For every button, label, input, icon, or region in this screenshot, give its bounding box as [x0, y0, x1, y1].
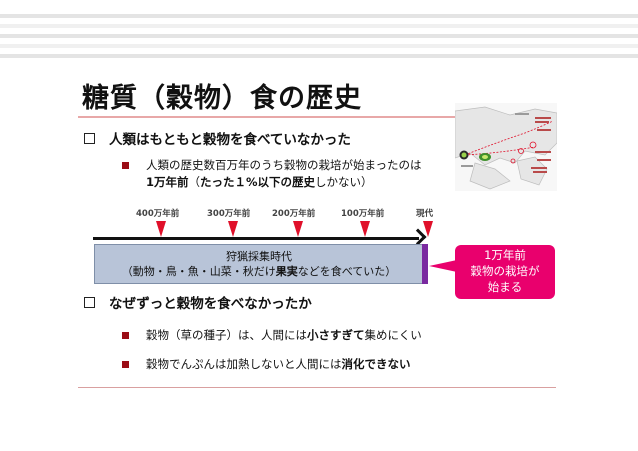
highlight-10000-years: 1万年前 — [146, 175, 189, 189]
timeline-pin — [423, 221, 433, 237]
paren-open: （ — [188, 175, 201, 189]
square-bullet-icon — [122, 361, 129, 368]
highlight-under-1-percent: たった１%以下の歴史 — [200, 175, 316, 189]
timeline-pin — [360, 221, 370, 237]
sub-bullet-too-small: 穀物（草の種子）は、人間には小さすぎて集めにくい — [122, 327, 422, 344]
sub-bullet-history: 人類の歴史数百万年のうち穀物の栽培が始まったのは 1万年前（たった１%以下の歴史… — [122, 157, 422, 191]
bottom-divider — [78, 387, 556, 388]
era-desc-a: （動物・鳥・魚・山菜・秋だけ — [121, 265, 276, 278]
background-stripe — [0, 44, 638, 48]
callout-line: 始まる — [487, 280, 523, 294]
checkbox-bullet-icon — [84, 296, 95, 308]
bullet-text: 人類はもともと穀物を食べていなかった — [109, 132, 351, 148]
square-bullet-icon — [122, 332, 129, 339]
grain-cultivation-callout: 1万年前 穀物の栽培が 始まる — [455, 245, 555, 299]
background-stripe — [0, 34, 638, 38]
tick-label: 300万年前 — [207, 209, 251, 219]
bullet-text: なぜずっと穀物を食べなかったか — [109, 296, 312, 312]
sub-bullet-text: 穀物でんぷんは加熱しないと人間には消化できない — [146, 356, 411, 373]
background-stripe — [0, 24, 638, 28]
callout-pointer — [429, 260, 457, 272]
too-small-c: 集めにくい — [364, 328, 422, 342]
modern-era-bar — [422, 244, 428, 284]
grain-origin-map — [454, 103, 558, 191]
square-bullet-icon — [122, 162, 129, 169]
background-stripe — [0, 14, 638, 18]
slide-title: 糖質（穀物）食の歴史 — [82, 83, 362, 114]
background-stripe — [0, 54, 638, 58]
history-line-1: 人類の歴史数百万年のうち穀物の栽培が始まったのは — [146, 158, 422, 172]
highlight-indigestible: 消化できない — [341, 357, 411, 371]
sub-bullet-indigestible: 穀物でんぷんは加熱しないと人間には消化できない — [122, 356, 411, 373]
callout-line: 1万年前 — [484, 248, 526, 262]
map-icon — [454, 103, 558, 191]
era-desc-fruit: 果実 — [275, 265, 298, 278]
history-line-2: 1万年前（たった１%以下の歴史しかない） — [146, 174, 422, 191]
timeline-pin — [156, 221, 166, 237]
bullet-grain-not-eaten: 人類はもともと穀物を食べていなかった — [84, 128, 351, 148]
timeline-pin — [293, 221, 303, 237]
timeline-arrow — [93, 237, 419, 240]
title-underline — [78, 116, 556, 118]
history-line-2-tail: しかない） — [315, 175, 373, 189]
indigestible-a: 穀物でんぷんは加熱しないと人間には — [146, 357, 342, 371]
tick-label: 100万年前 — [341, 209, 385, 219]
era-description: （動物・鳥・魚・山菜・秋だけ果実などを食べていた） — [95, 264, 423, 279]
era-desc-c: などを食べていた） — [297, 265, 397, 278]
era-title: 狩猟採集時代 — [226, 250, 292, 263]
callout-line: 穀物の栽培が — [470, 264, 540, 278]
highlight-too-small: 小さすぎて — [307, 328, 365, 342]
bullet-why-not-grain: なぜずっと穀物を食べなかったか — [84, 292, 312, 312]
checkbox-bullet-icon — [84, 132, 95, 144]
too-small-a: 穀物（草の種子）は、人間には — [146, 328, 307, 342]
sub-bullet-text: 穀物（草の種子）は、人間には小さすぎて集めにくい — [146, 327, 422, 344]
hunter-gatherer-era-box: 狩猟採集時代 （動物・鳥・魚・山菜・秋だけ果実などを食べていた） — [94, 244, 424, 284]
tick-label: 現代 — [416, 209, 434, 219]
tick-label: 200万年前 — [272, 209, 316, 219]
sub-bullet-text: 人類の歴史数百万年のうち穀物の栽培が始まったのは 1万年前（たった１%以下の歴史… — [146, 157, 422, 191]
tick-label: 400万年前 — [136, 209, 180, 219]
timeline-pin — [228, 221, 238, 237]
